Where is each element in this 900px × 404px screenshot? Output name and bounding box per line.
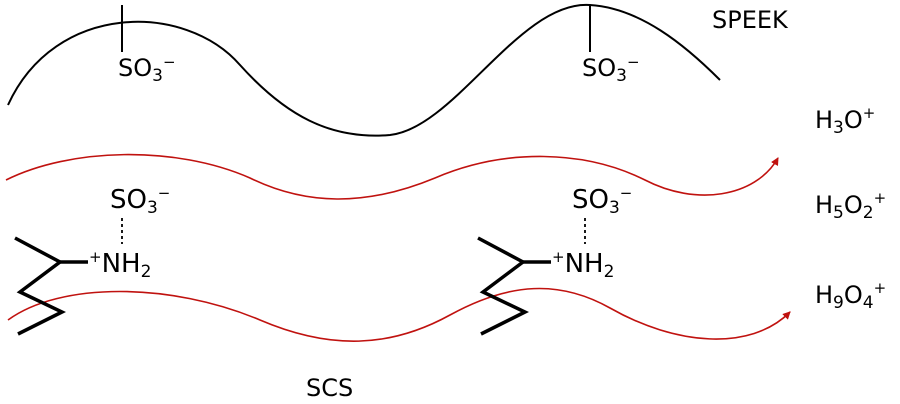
speek-sulfonate-left: SO3−: [118, 53, 176, 86]
speek-sulfonate-right: SO3−: [582, 53, 640, 86]
scs-ammonium-left: +NH2: [89, 248, 151, 282]
proton-path-upper: [5, 153, 779, 200]
proton-path-lower: [7, 287, 791, 342]
ion-label-h5o2: H5O2+: [815, 189, 886, 223]
ion-label-h9o4: H9O4+: [815, 279, 886, 313]
scs-label: SCS: [306, 374, 353, 402]
scs-ammonium-right: +NH2: [552, 248, 614, 282]
speek-label: SPEEK: [712, 6, 789, 34]
scs-chain-right: [477, 236, 529, 336]
speek-polymer-chain: [7, 3, 721, 137]
scs-chain-left: [14, 236, 66, 336]
scs-sulfonate-left: SO3−: [110, 184, 170, 218]
scs-sulfonate-right: SO3−: [572, 184, 632, 218]
ion-label-h3o: H3O+: [815, 104, 875, 138]
